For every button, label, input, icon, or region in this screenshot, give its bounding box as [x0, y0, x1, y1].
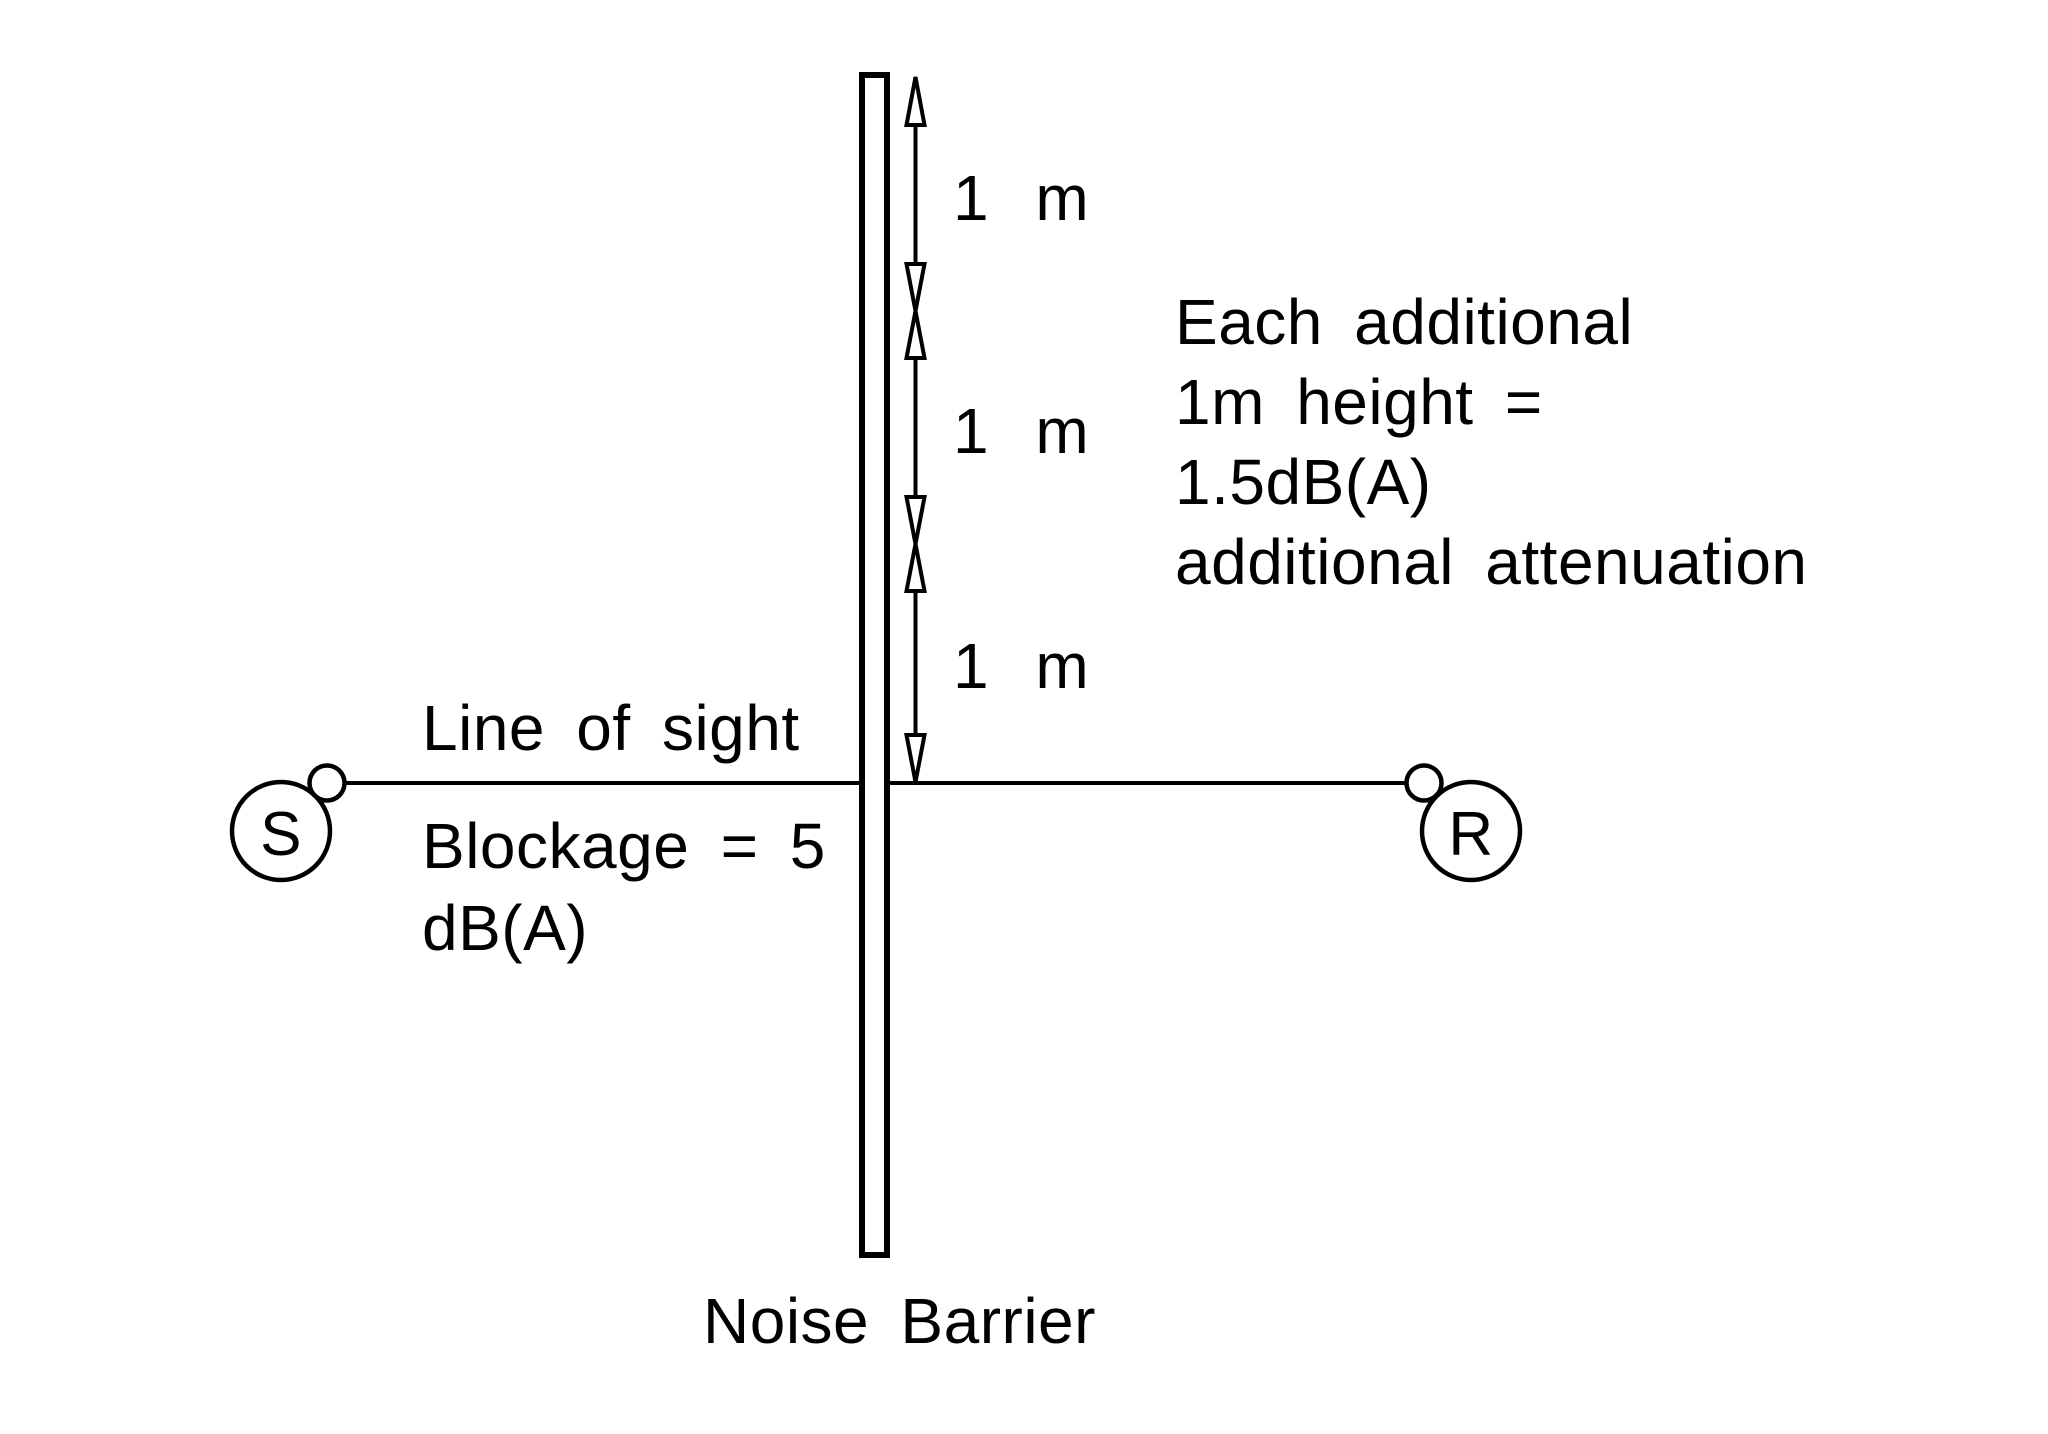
note-line-4: additional attenuation	[1175, 526, 1808, 598]
dimension-label-3: 1 m	[953, 630, 1089, 702]
source-circle	[229, 779, 333, 883]
arrowhead-up-junction1-icon	[904, 310, 927, 360]
arrowhead-up-top-icon	[904, 76, 927, 127]
receiver-circle	[1419, 779, 1523, 883]
noise-barrier-rect	[859, 72, 890, 1258]
receiver-point-circle	[1404, 763, 1444, 803]
receiver-label: R	[1448, 800, 1493, 869]
line-of-sight-label: Line of sight	[422, 692, 800, 764]
note-line-3: 1.5dB(A)	[1175, 446, 1432, 518]
blockage-label-line2: dB(A)	[422, 892, 588, 964]
noise-barrier-label: Noise Barrier	[703, 1285, 1096, 1357]
blockage-label-line1: Blockage = 5	[422, 810, 826, 882]
dimension-label-2: 1 m	[953, 395, 1089, 467]
arrowhead-up-junction2-icon	[904, 543, 927, 593]
source-point-circle	[307, 763, 347, 803]
dimension-label-1: 1 m	[953, 162, 1089, 234]
arrowhead-down-bottom-icon	[904, 733, 927, 783]
source-label: S	[260, 800, 302, 869]
arrowhead-down-junction1-icon	[904, 262, 927, 312]
note-line-1: Each additional	[1175, 286, 1633, 358]
note-line-2: 1m height =	[1175, 366, 1543, 438]
arrowhead-down-junction2-icon	[904, 495, 927, 545]
